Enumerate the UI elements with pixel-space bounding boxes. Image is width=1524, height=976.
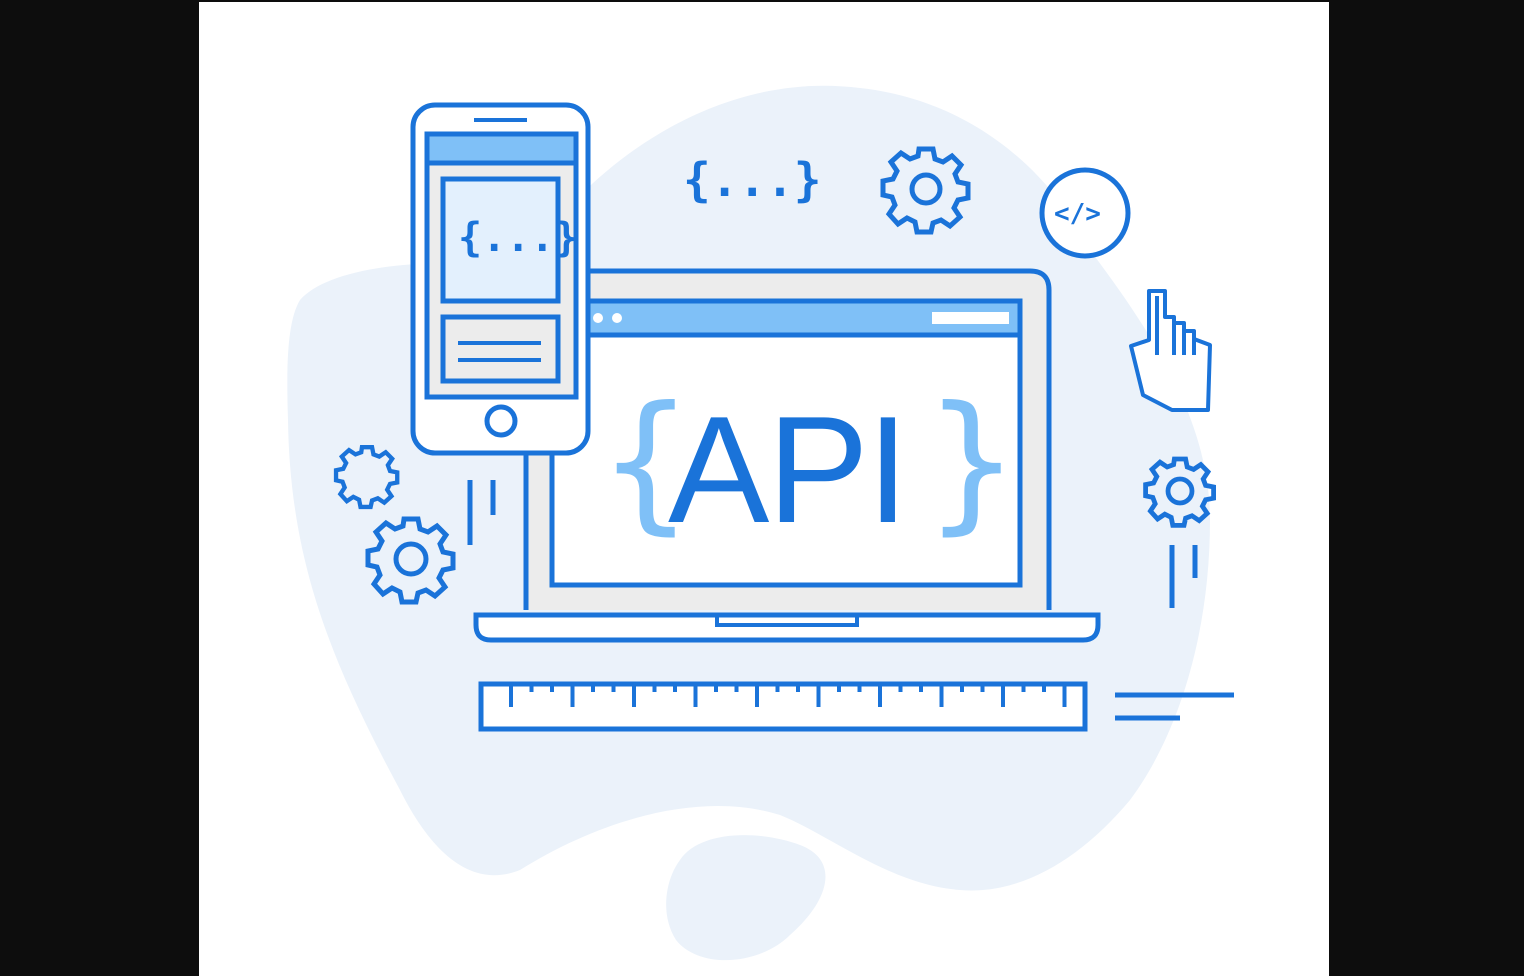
gear-icon xyxy=(1143,456,1217,528)
pointing-hand-icon xyxy=(1129,289,1212,412)
motion-lines xyxy=(467,480,1234,721)
browser-dot xyxy=(612,313,622,323)
brace-open: { xyxy=(598,375,693,549)
gear-icon xyxy=(333,445,400,510)
api-title: API xyxy=(668,385,907,555)
gear-icon xyxy=(880,146,971,235)
laptop-icon xyxy=(473,268,1101,643)
phone-code-snippet: {...} xyxy=(458,215,578,261)
brace-close: } xyxy=(924,375,1019,549)
background-blob-small xyxy=(666,835,826,961)
browser-dot xyxy=(593,313,603,323)
ruler-icon xyxy=(478,681,1088,732)
code-tag-icon xyxy=(1039,167,1131,259)
smartphone-icon xyxy=(410,102,591,456)
browser-address-bar xyxy=(932,312,1009,324)
floating-code-snippet: {...} xyxy=(683,153,821,207)
gear-icon xyxy=(365,516,456,605)
code-tag-label: </> xyxy=(1054,199,1101,229)
